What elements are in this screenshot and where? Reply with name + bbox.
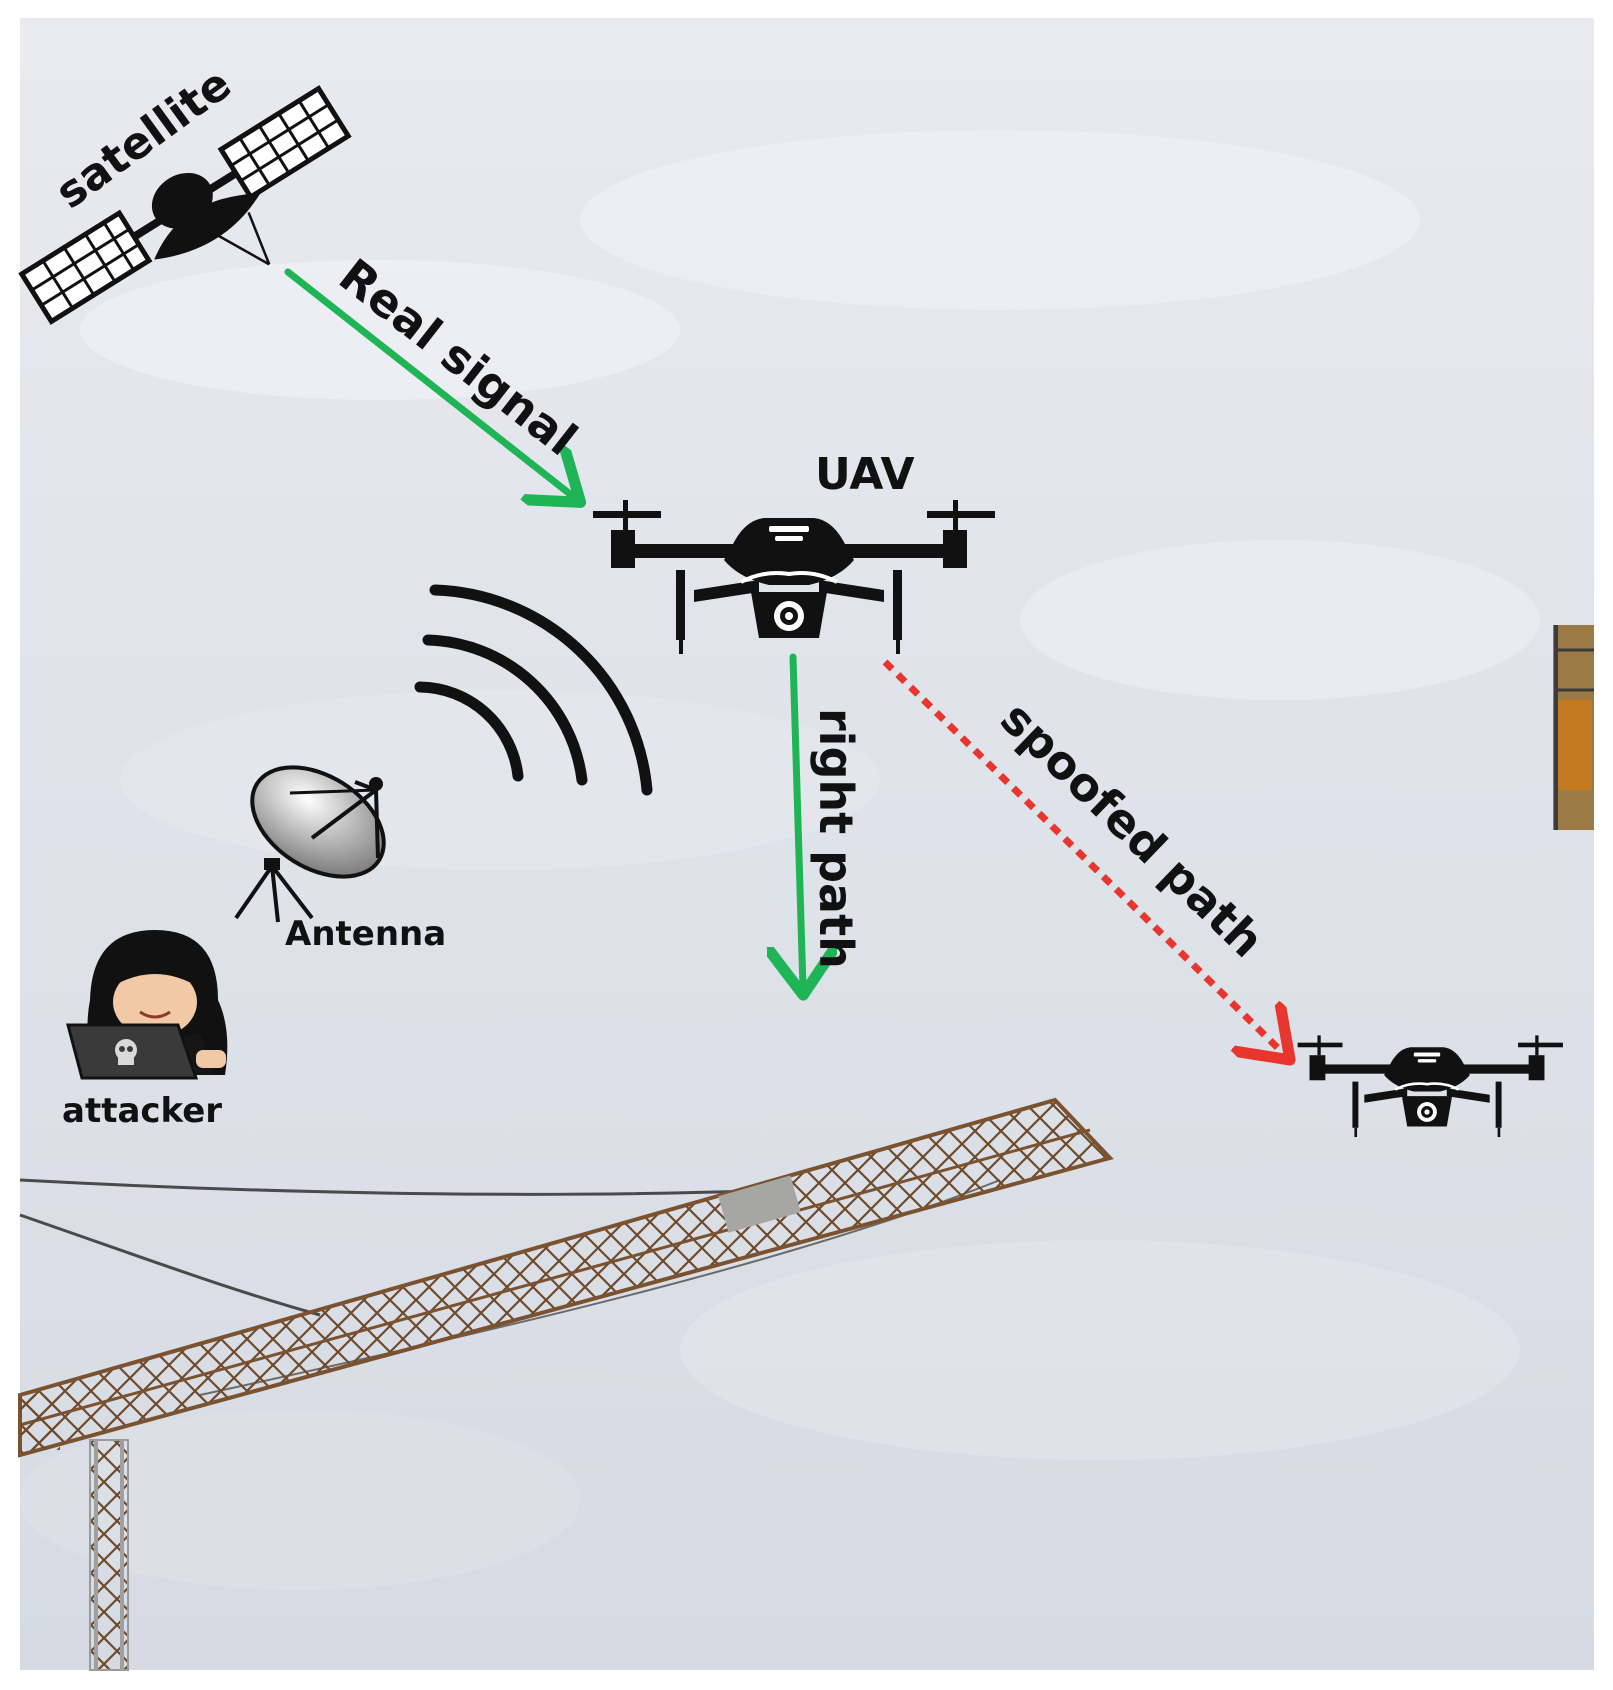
drone-icon	[593, 500, 995, 654]
right-path-arrow	[793, 653, 803, 988]
spoofed-uav-drone	[1297, 1035, 1563, 1138]
satellite-icon	[18, 85, 352, 325]
satellite-dish-icon	[234, 765, 386, 923]
hooded-hacker-icon	[66, 930, 228, 1080]
real-signal-arrow	[284, 268, 575, 498]
drone-icon	[1297, 1035, 1563, 1138]
spoofed-path-arrow	[882, 659, 1285, 1055]
attacker-label: attacker	[62, 1091, 222, 1131]
wifi-signal-icon	[414, 584, 653, 796]
uav-drone	[593, 500, 995, 654]
right-path-label: right path	[809, 708, 863, 969]
antenna-label: Antenna	[285, 914, 446, 954]
uav-label: UAV	[815, 449, 915, 500]
clouds	[20, 130, 1540, 1590]
crane-background	[18, 625, 1594, 1671]
